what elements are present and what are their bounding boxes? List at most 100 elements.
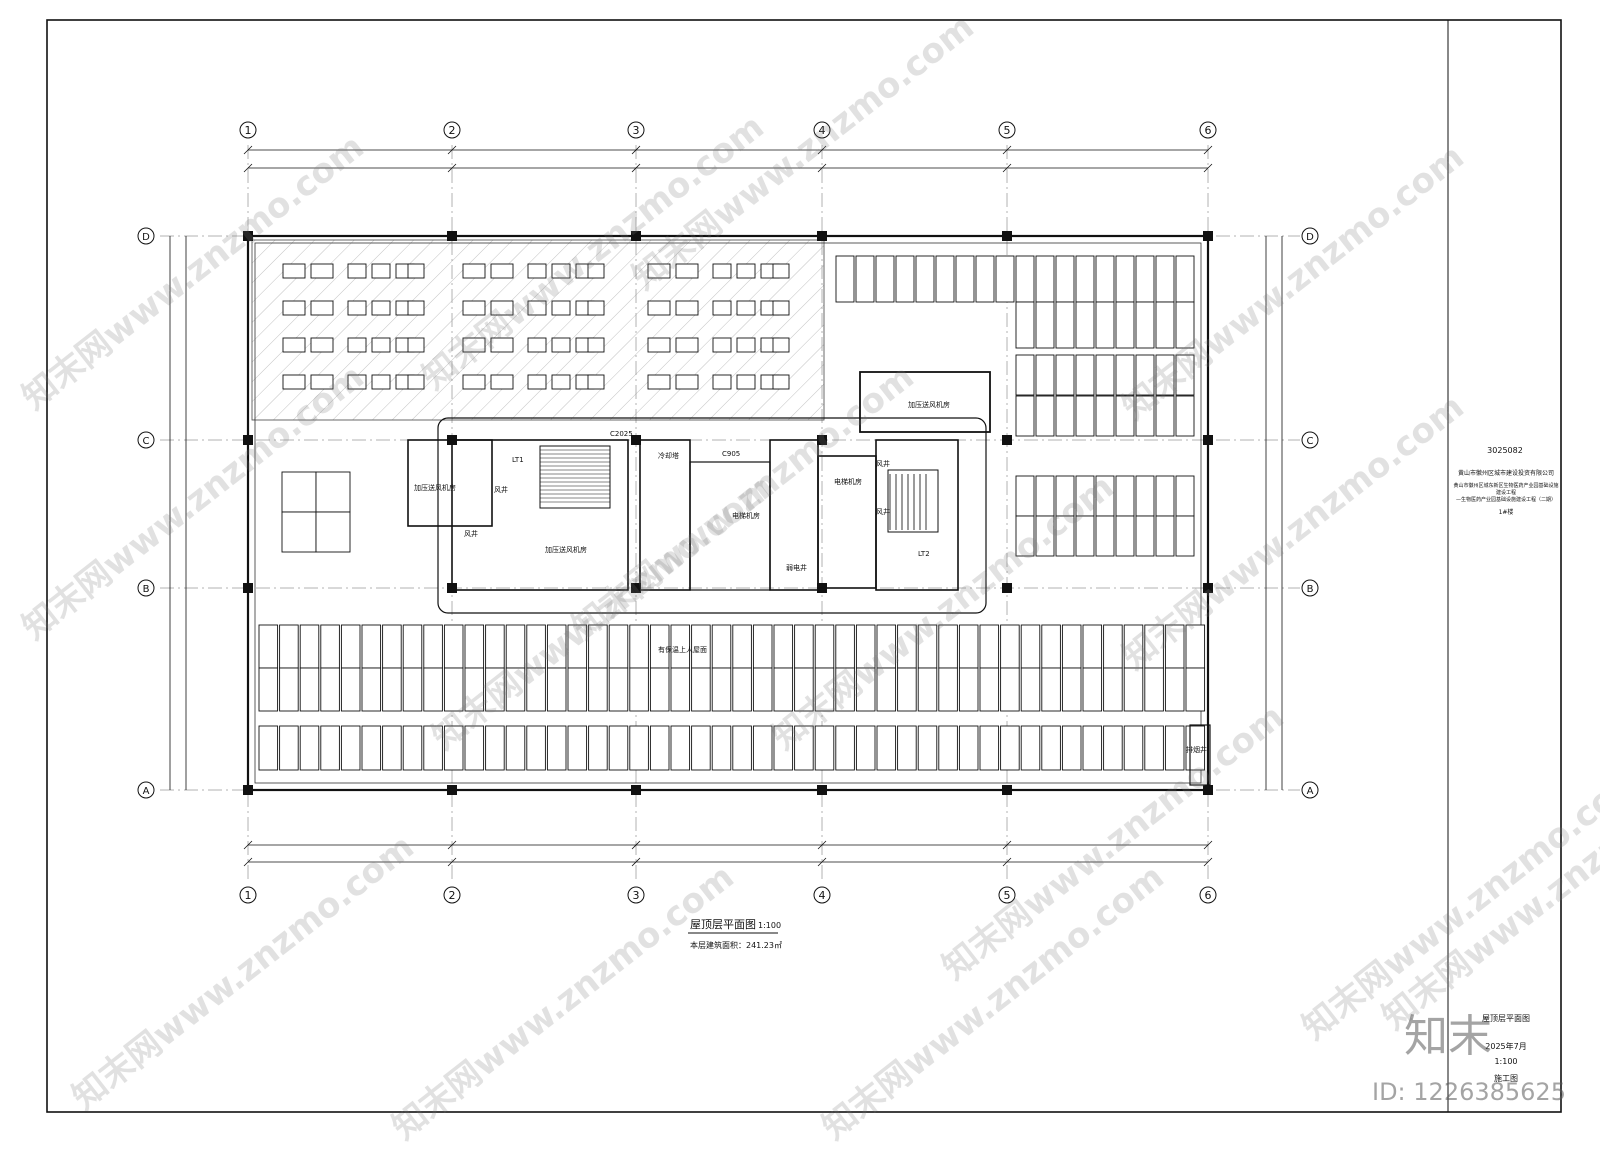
room-lt1: LT1 (512, 456, 524, 464)
solar-panel (320, 725, 340, 771)
solar-panel (1144, 624, 1164, 669)
column (1203, 583, 1213, 593)
solar-panel (1082, 725, 1103, 771)
axis-label-x-6: 6 (1199, 886, 1217, 904)
svg-text:5: 5 (1004, 124, 1011, 137)
column (243, 435, 253, 445)
equipment-unit (675, 300, 699, 316)
solar-panel (1075, 354, 1095, 396)
axis-label-x-2: 2 (443, 886, 461, 904)
solar-panel (546, 667, 567, 712)
solar-panel (1015, 475, 1035, 517)
solar-panel (299, 667, 320, 712)
dimension-tick (817, 163, 827, 173)
solar-panel (915, 255, 935, 303)
solar-panel (526, 667, 546, 712)
solar-panel (629, 667, 649, 712)
solar-panel (1135, 354, 1155, 396)
axis-label-x-2: 2 (443, 121, 461, 139)
solar-panel (1035, 354, 1055, 396)
equipment-unit (371, 300, 391, 316)
solar-panel (1015, 515, 1035, 557)
equipment-unit (490, 374, 514, 390)
solar-panel (1095, 354, 1115, 396)
room-code-c2: C905 (722, 450, 740, 458)
solar-panel (691, 667, 711, 712)
solar-panel (526, 725, 546, 771)
room-wind-well-2: 风井 (464, 529, 478, 538)
tb-project-name-1: 黄山市徽州区城东新区生物医药产业园基础设施建设工程 (1453, 483, 1559, 496)
solar-panel (691, 725, 711, 771)
solar-panel (1000, 667, 1020, 712)
solar-panel (1000, 624, 1020, 669)
solar-panel (1103, 624, 1123, 669)
solar-panel (1175, 475, 1195, 517)
solar-panel (1015, 301, 1035, 349)
equipment-unit (736, 300, 756, 316)
solar-panel (258, 667, 279, 712)
solar-panel (1115, 255, 1135, 303)
solar-panel (794, 667, 814, 712)
equipment-unit (675, 263, 699, 279)
equipment-unit (371, 263, 391, 279)
solar-panel (649, 725, 670, 771)
solar-panel (670, 725, 691, 771)
svg-text:1: 1 (245, 124, 252, 137)
solar-panel (897, 667, 917, 712)
solar-panel (464, 624, 485, 669)
solar-panel (1061, 624, 1082, 669)
solar-panel (773, 725, 794, 771)
axis-label-y-C: C (137, 431, 155, 449)
solar-panel (402, 667, 423, 712)
solar-panel (1144, 725, 1164, 771)
solar-panel (505, 725, 526, 771)
solar-panel (281, 511, 317, 553)
solar-panel (1082, 667, 1103, 712)
dimension-tick (1203, 857, 1213, 867)
dimension-tick (1203, 163, 1213, 173)
solar-panel (773, 667, 794, 712)
solar-panel (1164, 725, 1185, 771)
equipment-unit (587, 337, 605, 353)
dimension-tick (1002, 163, 1012, 173)
solar-panel (1155, 255, 1175, 303)
equipment-unit (647, 374, 671, 390)
watermark-id: ID: 1226385625 (1372, 1078, 1566, 1106)
solar-panel (505, 624, 526, 669)
solar-panel (895, 255, 915, 303)
svg-text:1: 1 (245, 889, 252, 902)
dimension-tick (1203, 840, 1213, 850)
solar-panel (1075, 475, 1095, 517)
solar-panel (1041, 624, 1061, 669)
solar-panel (958, 624, 979, 669)
solar-panel (443, 725, 464, 771)
solar-panel (1082, 624, 1103, 669)
solar-panel (1123, 725, 1144, 771)
solar-panel (402, 725, 423, 771)
solar-panel (938, 624, 958, 669)
room-pressurize-1: 加压送风机房 (414, 483, 456, 492)
solar-panel (361, 624, 382, 669)
solar-panel (567, 725, 588, 771)
svg-text:3: 3 (633, 124, 640, 137)
solar-panel (402, 624, 423, 669)
tb-project-name-2: —生物医药产业园基础设施建设工程（二期） (1455, 497, 1556, 503)
solar-panel (814, 725, 835, 771)
svg-text:A: A (143, 786, 150, 797)
equipment-unit (736, 337, 756, 353)
solar-panel (1175, 354, 1195, 396)
solar-panel (917, 725, 938, 771)
solar-panel (711, 624, 732, 669)
solar-panel (732, 725, 752, 771)
equipment-unit (587, 374, 605, 390)
tb-company: 黄山市徽州区城市建设投资有限公司 (1457, 470, 1554, 477)
column (1203, 231, 1213, 241)
equipment-unit (407, 337, 425, 353)
solar-panel (752, 725, 773, 771)
axis-label-y-B: B (1301, 579, 1319, 597)
solar-panel (1075, 515, 1095, 557)
dimension-tick (631, 145, 641, 155)
dimension-tick (447, 163, 457, 173)
dimension-tick (817, 840, 827, 850)
